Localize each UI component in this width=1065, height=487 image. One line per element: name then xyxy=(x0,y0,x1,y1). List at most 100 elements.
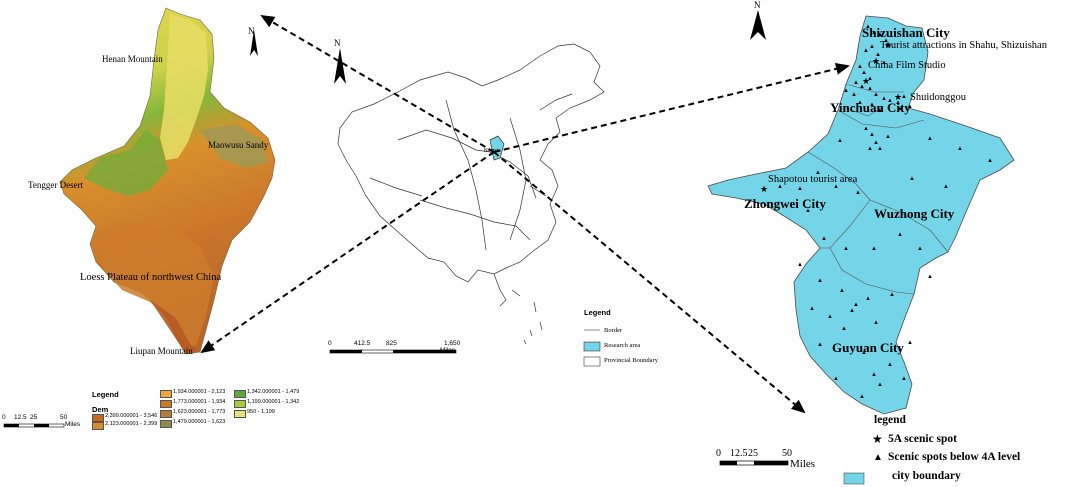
dem-class-swatch xyxy=(234,400,246,408)
scenic-spot-triangle-icon: ▲ xyxy=(859,394,865,400)
scenic-spot-triangle-icon: ▲ xyxy=(857,100,863,106)
scenic-spot-triangle-icon: ▲ xyxy=(849,308,855,314)
scenic-spot-triangle-icon: ▲ xyxy=(833,376,839,382)
scenic-spot-triangle-icon: ▲ xyxy=(927,274,933,280)
center-legend-border: Border xyxy=(604,327,623,334)
scale-bar-right xyxy=(719,460,789,466)
dem-class-label: 1,479.000001 - 1,623 xyxy=(173,419,226,425)
scenic-spot-triangle-icon: ▲ xyxy=(827,314,833,320)
scenic-spot-triangle-icon: ▲ xyxy=(839,288,845,294)
scenic-spot-triangle-icon: ▲ xyxy=(869,132,875,138)
dem-class-swatch xyxy=(234,390,246,398)
triangle-icon: ▲ xyxy=(873,452,883,463)
dem-class-label: 1,623.000001 - 1,773 xyxy=(173,409,226,415)
scenic-spot-triangle-icon: ▲ xyxy=(857,64,863,70)
dem-map xyxy=(59,7,276,355)
scenic-legend-city-boundary: city boundary xyxy=(892,470,961,482)
scenic-spot-triangle-icon: ▲ xyxy=(917,246,923,252)
scenic-spot-triangle-icon: ▲ xyxy=(877,146,883,152)
ningxia-map xyxy=(707,15,1015,415)
scenic-spot-triangle-icon: ▲ xyxy=(867,146,873,152)
scenic-spot-triangle-icon: ▲ xyxy=(805,208,811,214)
dem-class-label: 1,199.000001 - 1,342 xyxy=(247,399,300,405)
north-arrow-right-shape xyxy=(750,10,766,40)
dem-class-swatch xyxy=(160,390,172,398)
scenic-spot-triangle-icon: ▲ xyxy=(877,108,883,114)
center-legend-symbols xyxy=(583,329,601,367)
spot-shahu: Tourist attractions in Shahu, Shizuishan xyxy=(880,40,1047,51)
north-arrow-center-shape xyxy=(334,48,346,84)
city-zhongwei: Zhongwei City xyxy=(744,196,826,211)
city-guyuan: Guyuan City xyxy=(832,340,904,355)
scenic-spot-triangle-icon: ▲ xyxy=(853,80,859,86)
scenic-spot-triangle-icon: ▲ xyxy=(895,100,901,106)
scenic-spot-star-icon: ★ xyxy=(872,56,881,66)
scenic-legend: legend ★ 5A scenic spot ▲ Scenic spots b… xyxy=(842,414,1062,486)
scenic-spot-triangle-icon: ▲ xyxy=(797,186,803,192)
scenic-spot-triangle-icon: ▲ xyxy=(871,30,877,36)
center-legend-provincial-boundary: Provincial Boundary xyxy=(604,357,658,364)
scenic-spot-triangle-icon: ▲ xyxy=(859,84,865,90)
scenic-spot-star-icon: ★ xyxy=(760,184,769,194)
scenic-spot-triangle-icon: ▲ xyxy=(797,262,803,268)
scale-tick-label: 825 xyxy=(386,340,397,347)
scenic-spot-triangle-icon: ▲ xyxy=(889,292,895,298)
scenic-spot-triangle-icon: ▲ xyxy=(907,340,913,346)
dem-class-swatch xyxy=(92,414,104,422)
dem-class-swatch xyxy=(160,420,172,428)
label-ningxia: Ningxia xyxy=(484,148,501,154)
scale-tick-label: 412.5 xyxy=(354,340,371,347)
scenic-spot-triangle-icon: ▲ xyxy=(881,96,887,102)
scenic-legend-5a: 5A scenic spot xyxy=(888,433,957,445)
dem-class-label: 2,399.000001 - 3,546 xyxy=(105,413,158,419)
scale-tick-label: 25 xyxy=(30,414,38,421)
dem-class-swatch xyxy=(160,400,172,408)
scenic-spot-triangle-icon: ▲ xyxy=(817,342,823,348)
dem-legend-title: Legend xyxy=(92,390,119,399)
scenic-spot-triangle-icon: ▲ xyxy=(907,104,913,110)
place-maowusu-sandy: Maowusu Sandy xyxy=(208,140,269,150)
scenic-spot-triangle-icon: ▲ xyxy=(855,190,861,196)
center-legend-research-area: Research area xyxy=(604,342,641,349)
scenic-spot-star-icon: ★ xyxy=(894,92,903,102)
scenic-spot-triangle-icon: ▲ xyxy=(877,382,883,388)
scale-tick-label: 50 xyxy=(60,414,68,421)
place-henan-mountain: Henan Mountain xyxy=(102,54,163,64)
scenic-spot-triangle-icon: ▲ xyxy=(873,320,879,326)
dem-class-swatch xyxy=(160,410,172,418)
scenic-spot-triangle-icon: ▲ xyxy=(815,170,821,176)
scale-unit-label: Miles xyxy=(65,421,81,428)
scenic-legend-below-4a: Scenic spots below 4A level xyxy=(888,451,1021,463)
dem-class-swatch xyxy=(92,422,104,430)
city-wuzhong: Wuzhong City xyxy=(874,206,955,221)
scale-unit-label: Miles xyxy=(440,347,456,354)
scenic-spot-triangle-icon: ▲ xyxy=(861,70,867,76)
scenic-spot-triangle-icon: ▲ xyxy=(851,92,857,98)
scale-bar-left xyxy=(3,423,65,428)
scenic-spot-triangle-icon: ▲ xyxy=(861,350,867,356)
scale-tick-label: 1,650 xyxy=(444,340,461,347)
scenic-spot-triangle-icon: ▲ xyxy=(853,302,859,308)
scenic-spot-triangle-icon: ▲ xyxy=(871,372,877,378)
scenic-spot-triangle-icon: ▲ xyxy=(901,376,907,382)
scenic-spot-triangle-icon: ▲ xyxy=(887,98,893,104)
scenic-spot-triangle-icon: ▲ xyxy=(869,102,875,108)
dem-class-label: 950 - 1,199 xyxy=(247,409,275,415)
scenic-spot-triangle-icon: ▲ xyxy=(867,86,873,92)
scenic-spot-triangle-icon: ▲ xyxy=(837,138,843,144)
scenic-spot-triangle-icon: ▲ xyxy=(863,126,869,132)
scale-tick-label: 25 xyxy=(748,448,758,459)
scenic-spot-triangle-icon: ▲ xyxy=(909,176,915,182)
scenic-spot-triangle-icon: ▲ xyxy=(873,140,879,146)
scenic-spot-triangle-icon: ▲ xyxy=(897,232,903,238)
scenic-spot-triangle-icon: ▲ xyxy=(943,184,949,190)
city-yinchuan: Yinchuan City xyxy=(830,100,911,115)
spot-shuidonggou: Shuidonggou xyxy=(910,92,967,103)
dem-class-swatch xyxy=(234,410,246,418)
scale-unit-label: Miles xyxy=(790,458,816,470)
scenic-spot-star-icon: ★ xyxy=(862,76,871,86)
scenic-spot-triangle-icon: ▲ xyxy=(897,106,903,112)
scenic-spot-triangle-icon: ▲ xyxy=(833,184,839,190)
